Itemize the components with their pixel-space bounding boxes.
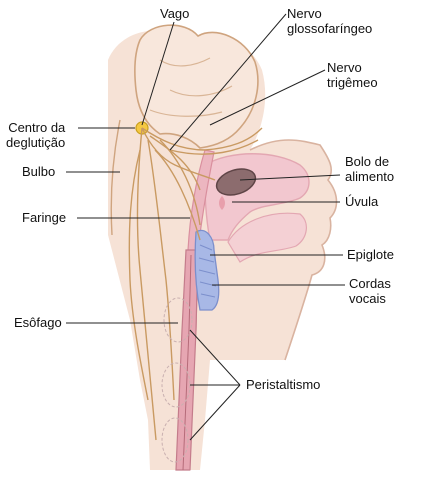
label-vago: Vago bbox=[160, 6, 190, 21]
nerves bbox=[128, 127, 263, 441]
leader-vago bbox=[141, 21, 175, 126]
label-vocal-cords: Cordas vocais bbox=[349, 276, 391, 306]
label-esofago: Esôfago bbox=[14, 315, 62, 330]
leader-peristaltismo-3 bbox=[189, 384, 241, 441]
leader-glosso bbox=[169, 13, 287, 151]
label-trigeminal-nerve: Nervo trigêmeo bbox=[327, 60, 378, 90]
label-food-bolus: Bolo de alimento bbox=[345, 154, 395, 184]
esophagus bbox=[175, 249, 199, 471]
label-epiglote: Epiglote bbox=[347, 247, 394, 262]
brain-fold bbox=[149, 57, 233, 117]
esophagus-lumen bbox=[182, 254, 192, 471]
bulb bbox=[110, 119, 121, 236]
leader-trigemeo bbox=[209, 69, 326, 126]
label-glossopharyngeal-nerve: Nervo glossofaríngeo bbox=[287, 6, 373, 36]
airway bbox=[194, 229, 220, 311]
label-uvula: Úvula bbox=[345, 194, 379, 209]
label-bulbo: Bulbo bbox=[22, 164, 56, 179]
label-faringe: Faringe bbox=[22, 210, 67, 225]
food-bolus bbox=[215, 168, 257, 196]
brain-outline bbox=[134, 24, 259, 149]
leader-bolo bbox=[239, 174, 341, 181]
face-profile bbox=[249, 139, 338, 361]
label-peristaltismo: Peristaltismo bbox=[246, 377, 321, 392]
uvula bbox=[219, 196, 225, 210]
label-swallowing-center: Centro da deglutição bbox=[6, 120, 66, 150]
leader-peristaltismo-1 bbox=[189, 329, 241, 386]
airway-texture bbox=[198, 244, 217, 298]
tongue bbox=[227, 212, 307, 263]
leader-lines bbox=[66, 13, 345, 441]
